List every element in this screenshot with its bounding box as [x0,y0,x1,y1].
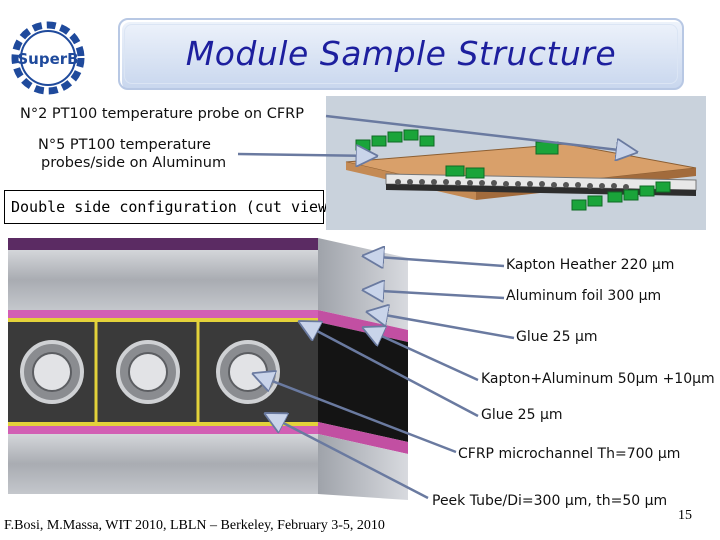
cut-view-image [8,238,408,500]
annotation-aluminum-foil: Aluminum foil 300 μm [506,288,662,304]
probe-cfrp-label: N°2 PT100 temperature probe on CFRP [20,106,304,122]
slide-title: Module Sample Structure [185,34,617,73]
probe-aluminum-label: N°5 PT100 temperature probes/side on Alu… [38,136,248,172]
configuration-caption-box: Double side configuration (cut view) [4,190,336,224]
logo-gear-icon [11,21,85,95]
title-banner-frame [124,24,678,84]
footer-citation: F.Bosi, M.Massa, WIT 2010, LBLN – Berkel… [4,518,385,533]
page-number: 15 [678,508,692,523]
annotation-glue-top: Glue 25 μm [516,329,598,345]
annotation-peek-tube: Peek Tube/Di=300 μm, th=50 μm [432,493,668,509]
superb-logo: SuperB [11,21,85,95]
probe-aluminum-line-1: N°5 PT100 temperature [38,137,211,153]
module-3d-image [326,96,706,230]
title-banner: Module Sample Structure [118,18,684,90]
annotation-kapton-heater: Kapton Heather 220 μm [506,257,675,273]
annotation-cfrp-microchannel: CFRP microchannel Th=700 μm [458,446,681,462]
annotation-glue-bottom: Glue 25 μm [481,407,563,423]
peek-tubes [20,340,280,404]
tube-row [395,179,629,190]
cfrp-walls [94,322,200,422]
logo-text: SuperB [17,50,78,68]
side-face-layers [318,238,408,500]
annotation-kapton-aluminum: Kapton+Aluminum 50μm +10μm [481,371,715,387]
probe-aluminum-line-2: probes/side on Aluminum [41,155,227,171]
